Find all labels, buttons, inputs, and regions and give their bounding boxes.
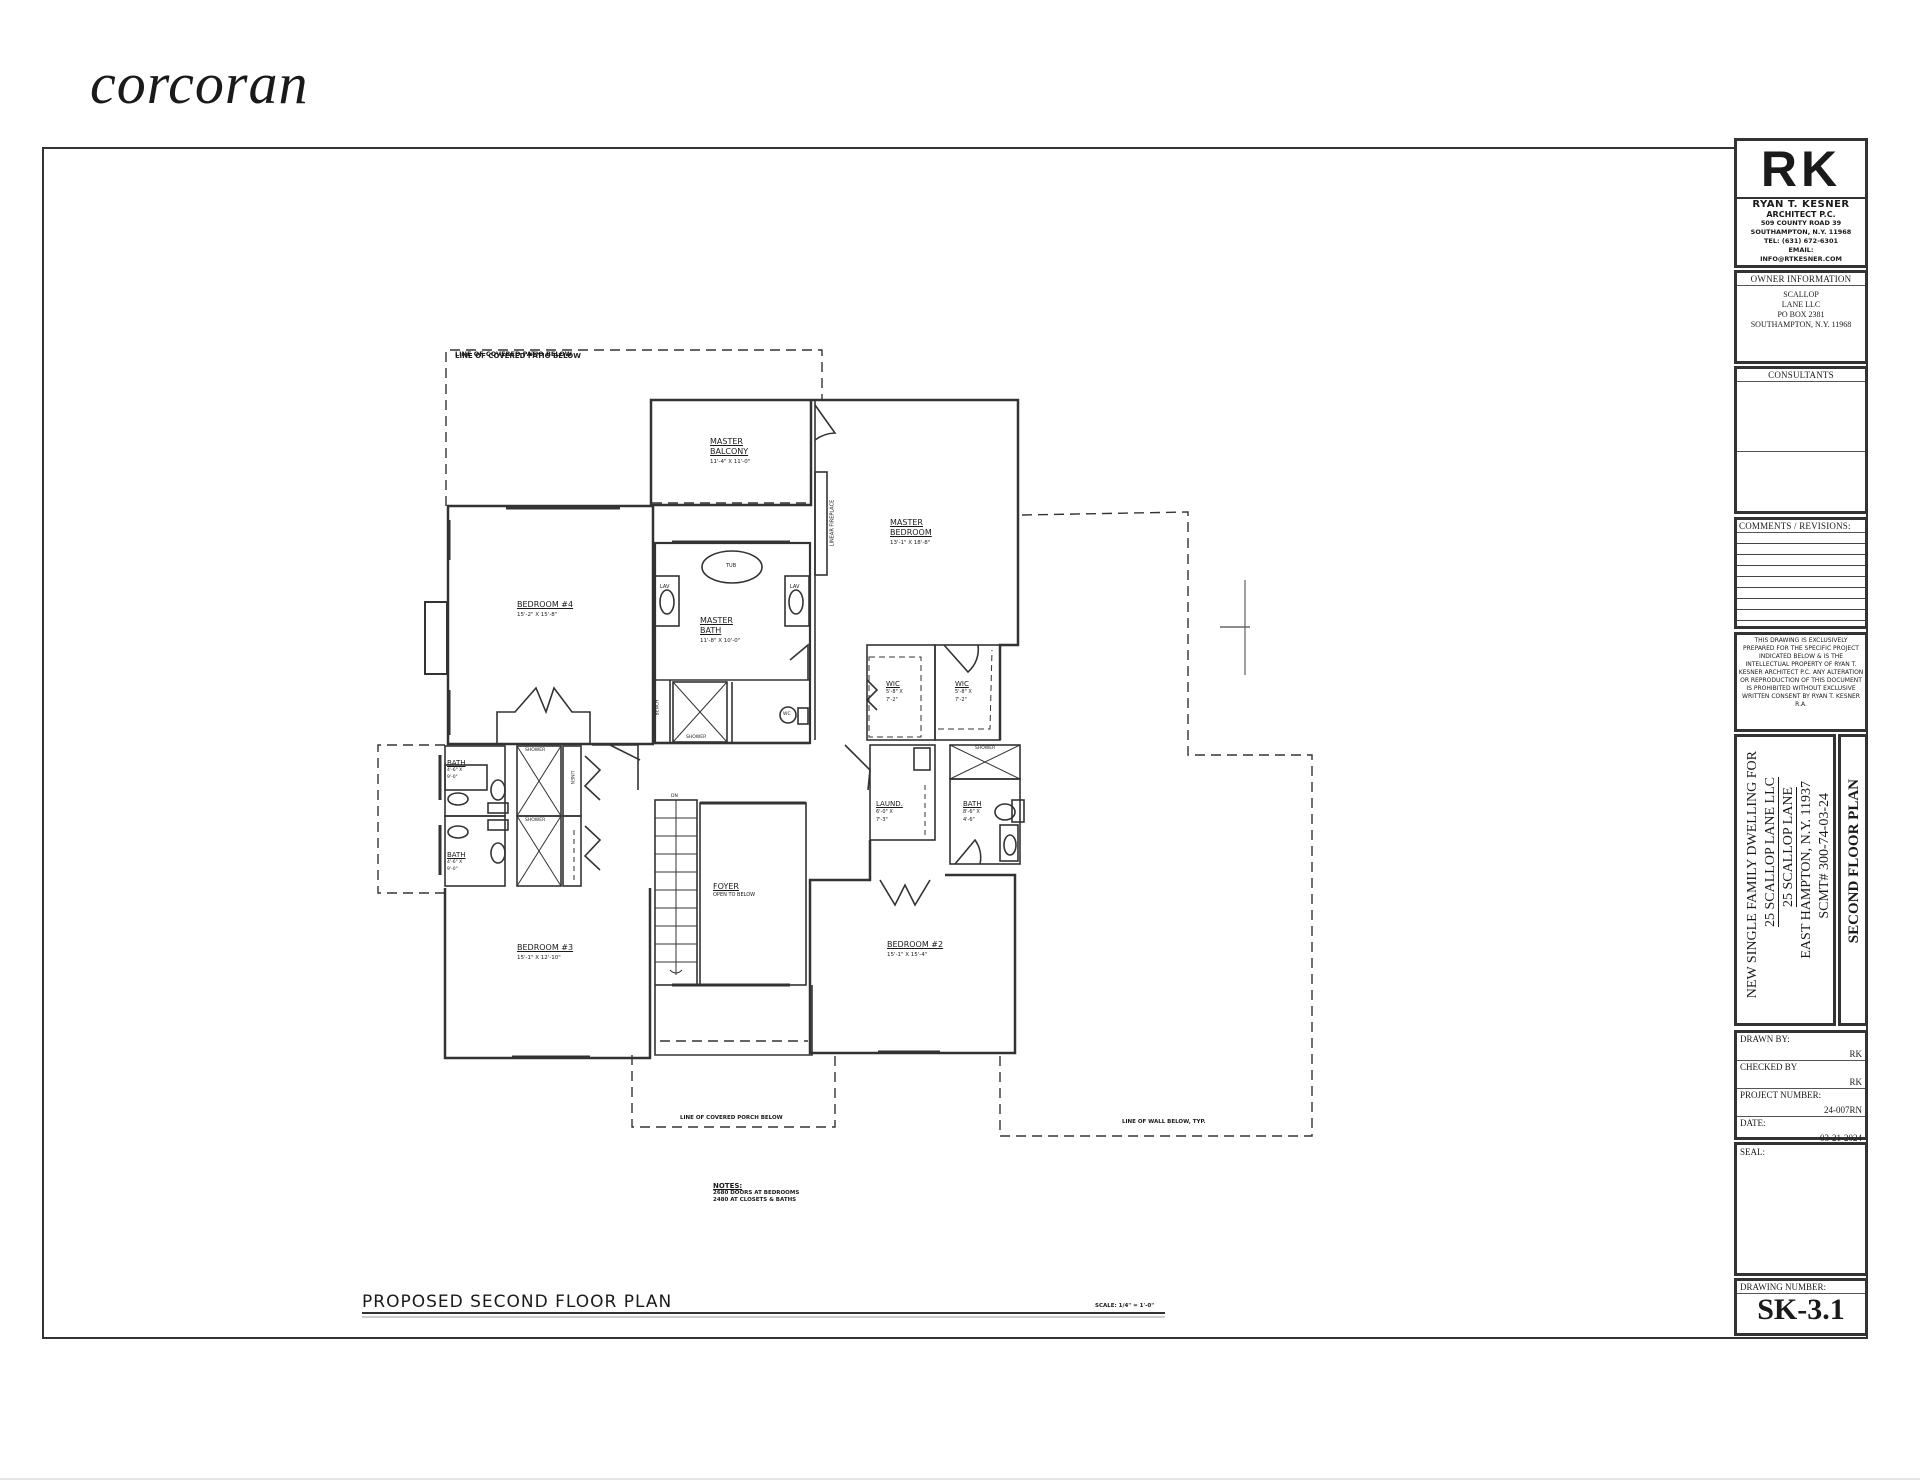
firm-name: RYAN T. KESNER bbox=[1752, 199, 1850, 210]
comments-revisions-block: COMMENTS / REVISIONS: bbox=[1734, 517, 1868, 629]
room-master-bath: MASTER BATH 11'-8" X 10'-0" bbox=[700, 616, 741, 644]
corcoran-logo: corcoran bbox=[90, 51, 309, 116]
sheet-title-block: SECOND FLOOR PLAN bbox=[1838, 734, 1868, 1026]
room-bath-right: BATH 8'-6" X 4'-6" bbox=[963, 800, 982, 823]
owner-information-block: OWNER INFORMATION SCALLOP LANE LLC PO BO… bbox=[1734, 270, 1868, 364]
checked-by-row: CHECKED BY RK bbox=[1737, 1061, 1865, 1089]
revision-row bbox=[1737, 599, 1865, 610]
wc-label: WC bbox=[783, 712, 791, 717]
page-bottom-rule bbox=[0, 1478, 1920, 1480]
covered-patio-line bbox=[377, 349, 1313, 1137]
lav-label: LAV bbox=[790, 584, 800, 590]
seal-block: SEAL: bbox=[1734, 1142, 1868, 1276]
drawing-info-block: DRAWN BY: RK CHECKED BY RK PROJECT NUMBE… bbox=[1734, 1030, 1868, 1143]
tub-label: TUB bbox=[726, 563, 737, 569]
room-master-bedroom: MASTER BEDROOM 13'-1" X 18'-8" bbox=[890, 518, 932, 546]
dn-label: DN bbox=[671, 794, 678, 799]
shower-label: SHOWER bbox=[525, 748, 546, 753]
lav-label: LAV bbox=[660, 584, 670, 590]
room-bedroom-3: BEDROOM #3 15'-1" X 12'-10" bbox=[517, 943, 574, 961]
project-number-row: PROJECT NUMBER: 24-007RN bbox=[1737, 1089, 1865, 1117]
room-bedroom-2: BEDROOM #2 15'-1" X 15'-4" bbox=[887, 940, 944, 958]
shower-label: SHOWER bbox=[975, 746, 996, 751]
disclaimer-block: THIS DRAWING IS EXCLUSIVELY PREPARED FOR… bbox=[1734, 632, 1868, 732]
revision-row bbox=[1737, 610, 1865, 621]
revision-row bbox=[1737, 544, 1865, 555]
plan-notes: NOTES: 2680 DOORS AT BEDROOMS 2480 AT CL… bbox=[713, 1182, 800, 1204]
room-laundry: LAUND. 6'-0" X 7'-3" bbox=[876, 800, 903, 823]
date-row: DATE: 03-21-2024 bbox=[1740, 1118, 1862, 1143]
room-wic-2: WIC 5'-8" X 7'-2" bbox=[955, 680, 972, 703]
room-foyer: FOYER OPEN TO BELOW bbox=[713, 882, 756, 898]
linen-label: LINEN bbox=[569, 770, 575, 785]
revision-row bbox=[1737, 577, 1865, 588]
room-master-balcony: MASTER BALCONY 11'-4" X 11'-0" bbox=[710, 437, 751, 465]
revision-row bbox=[1737, 555, 1865, 566]
revision-row bbox=[1737, 566, 1865, 577]
room-bath-upper: BATH 4'-6" X 9'-0" bbox=[447, 759, 466, 781]
porch-line-label: LINE OF COVERED PORCH BELOW bbox=[680, 1115, 783, 1121]
drawing-number-block: DRAWING NUMBER: SK-3.1 bbox=[1734, 1278, 1868, 1336]
wall-line-label: LINE OF WALL BELOW, TYP. bbox=[1122, 1119, 1206, 1125]
firm-logo-block: RK RYAN T. KESNER ARCHITECT P.C. 509 COU… bbox=[1734, 138, 1868, 268]
plan-scale: SCALE: 1/4" = 1'-0" bbox=[1095, 1303, 1155, 1309]
drawing-number: SK-3.1 bbox=[1757, 1293, 1845, 1326]
consultants-block: CONSULTANTS bbox=[1734, 366, 1868, 514]
rk-logo: RK bbox=[1737, 141, 1865, 199]
room-wic-1: WIC 5'-8" X 7'-2" bbox=[886, 680, 903, 703]
shower-label: SHOWER bbox=[525, 818, 546, 823]
project-description-block: NEW SINGLE FAMILY DWELLING FOR 25 SCALLO… bbox=[1734, 734, 1836, 1026]
bench-label: BENCH bbox=[655, 699, 661, 716]
room-bath-lower: BATH 4'-6" X 9'-0" bbox=[447, 851, 466, 873]
firm-email: INFO@RTKESNER.COM bbox=[1760, 255, 1842, 263]
linear-fireplace-label: LINEAR FIREPLACE bbox=[829, 499, 836, 547]
revision-row bbox=[1737, 533, 1865, 544]
shower-label: SHOWER bbox=[686, 735, 707, 740]
patio-line-label: LINE OF COVERED PATIO BELOW bbox=[455, 352, 581, 360]
plan-title: PROPOSED SECOND FLOOR PLAN bbox=[362, 1292, 673, 1312]
drawn-by-row: DRAWN BY: RK bbox=[1737, 1033, 1865, 1061]
room-bedroom-4: BEDROOM #4 15'-2" X 15'-8" bbox=[517, 600, 574, 618]
revision-row bbox=[1737, 588, 1865, 599]
patio-line-label: LINE OF COVERED PATIO BELOW bbox=[455, 350, 572, 358]
